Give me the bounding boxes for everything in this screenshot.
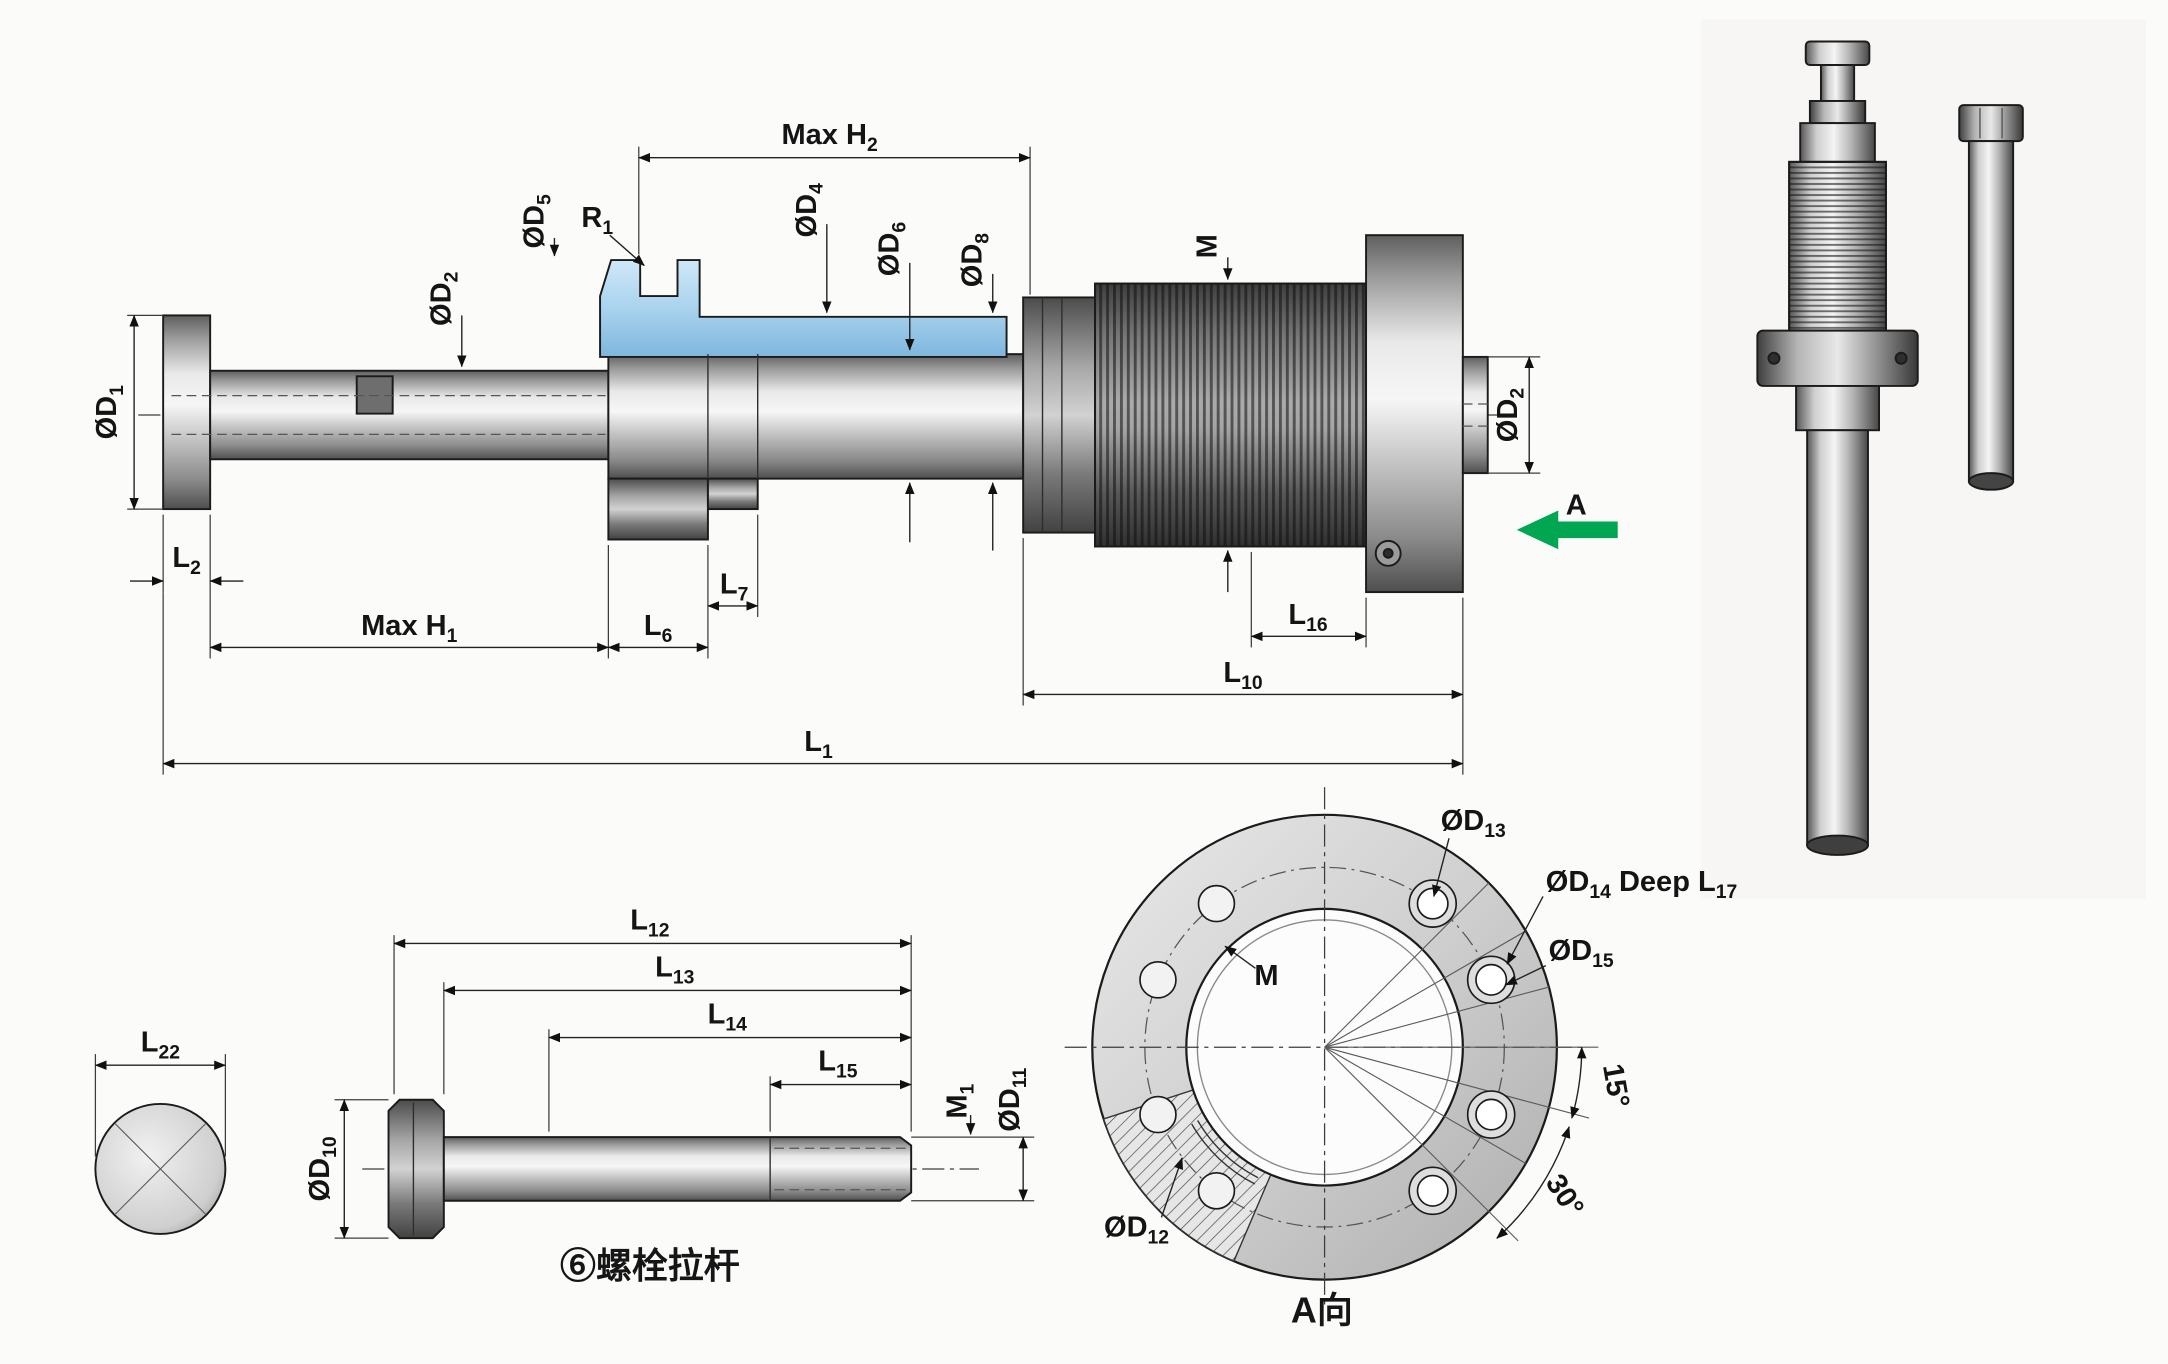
view-a-arrow-icon (1516, 510, 1618, 550)
endview-caption: A向 (1291, 1289, 1353, 1330)
rod-key-block (355, 375, 394, 415)
radial-fan-lines (1324, 882, 1599, 1242)
dim-label-m: M (1192, 234, 1224, 258)
photo-flange (1756, 329, 1919, 387)
photo-lower-collar (1795, 384, 1880, 432)
view-a-label: A (1566, 490, 1587, 522)
dim-label-l7: L7 (720, 568, 749, 605)
dim-label-d13: ØD13 (1441, 805, 1506, 842)
main-dimensions: Max H2 ØD5 R1 ØD2 ØD4 ØD6 ØD8 M ØD1 ØD2 (91, 119, 1541, 775)
product-photo (1700, 19, 2146, 900)
end-view-a: 15° 30° ØD13 ØD14 Deep L17 ØD15 M ØD12 A… (1064, 787, 1737, 1331)
dim-label-d1: ØD1 (91, 385, 128, 440)
mounting-flange (1365, 234, 1464, 594)
main-section-view: Max H2 ØD5 R1 ØD2 ØD4 ØD6 ØD8 M ØD1 ØD2 (91, 119, 1618, 775)
bolt-side-view (387, 1098, 913, 1240)
piston-rod (209, 369, 610, 461)
cylinder-body (607, 353, 1025, 480)
dim-label-m1: M1 (941, 1083, 978, 1118)
dim-label-max-h1: Max H1 (361, 610, 457, 647)
dim-label-l16: L16 (1288, 599, 1327, 636)
bolt-dimensions: L12 L13 L14 L15 M1 ØD11 ØD10 (304, 905, 1035, 1239)
dim-label-l6: L6 (644, 610, 673, 647)
photo-long-shaft (1806, 429, 1869, 847)
main-parts (162, 234, 1489, 594)
body-flange (607, 477, 709, 541)
photo-backdrop (1700, 19, 2146, 900)
body-step (706, 477, 759, 511)
bolt-tie-rod-view: L22 L12 L13 L14 L15 M1 ØD11 ØD10 ⑥螺栓 (94, 905, 1035, 1286)
set-screw-center (1382, 547, 1394, 559)
dim-label-max-h2: Max H2 (781, 119, 877, 156)
dim-label-l14: L14 (708, 999, 747, 1036)
photo-bolt-end (1967, 472, 2015, 491)
dim-label-l22: L22 (141, 1026, 180, 1063)
photo-collar (1808, 100, 1867, 125)
dim-label-15deg: 15° (1596, 1061, 1635, 1110)
dim-label-l10: L10 (1223, 657, 1262, 694)
photo-shaft-end (1806, 834, 1869, 856)
rod-end-flange (162, 314, 212, 511)
dim-label-d12: ØD12 (1104, 1212, 1169, 1249)
bolt-end-cross-2 (114, 1122, 207, 1215)
stop-collar-highlight (599, 259, 1008, 358)
view-a-indicator: A (1516, 490, 1618, 550)
dim-label-l13: L13 (655, 952, 694, 989)
photo-flange-hole-right (1894, 351, 1908, 365)
photo-thread-texture (1788, 160, 1887, 332)
dim-label-d11: ØD11 (994, 1068, 1031, 1132)
dim-label-d15: ØD15 (1549, 935, 1614, 972)
photo-cylinder-part (1756, 40, 1919, 856)
thread-texture (1094, 282, 1368, 548)
photo-upper-cylinder (1799, 122, 1876, 163)
dim-label-d4: ØD4 (791, 183, 828, 238)
flange-holes-plain (1139, 884, 1236, 1210)
endview-dimensions: 15° 30° ØD13 ØD14 Deep L17 ØD15 M ØD12 (1104, 805, 1737, 1249)
bolt-hex-head (387, 1098, 445, 1240)
main-seam-lines (707, 297, 1063, 533)
dim-label-m-thread: M (1254, 960, 1278, 992)
dim-label-l12: L12 (630, 905, 669, 942)
dim-label-l1: L1 (804, 726, 833, 763)
main-hidden-lines (171, 395, 1488, 435)
photo-bolt-head (1958, 104, 2024, 143)
bolt-shaft (442, 1136, 913, 1202)
photo-neck (1819, 64, 1856, 102)
rear-boss (1461, 355, 1489, 475)
photo-top-cap (1804, 40, 1871, 66)
dim-label-d2-top: ØD2 (426, 272, 463, 326)
dim-label-d2-right: ØD2 (1492, 388, 1529, 442)
adapter-sleeve (1022, 296, 1097, 534)
photo-flange-hole-left (1767, 351, 1781, 365)
dim-label-r1: R1 (581, 202, 613, 239)
bolt-caption: ⑥螺栓拉杆 (560, 1245, 740, 1286)
photo-bolt-shaft (1967, 140, 2015, 483)
dim-label-d5: ØD5 (518, 194, 555, 249)
dim-label-l2: L2 (172, 542, 201, 579)
dim-label-d8: ØD8 (957, 233, 994, 288)
dim-label-d10: ØD10 (304, 1136, 341, 1201)
dim-label-d14-deep-l17: ØD14 Deep L17 (1546, 866, 1737, 903)
dim-label-l15: L15 (818, 1046, 857, 1083)
dim-label-d6: ØD6 (874, 222, 911, 277)
thread-arc-2 (1191, 1123, 1256, 1185)
thread-arc-1 (1197, 1120, 1259, 1179)
photo-bolt-part (1958, 104, 2024, 491)
